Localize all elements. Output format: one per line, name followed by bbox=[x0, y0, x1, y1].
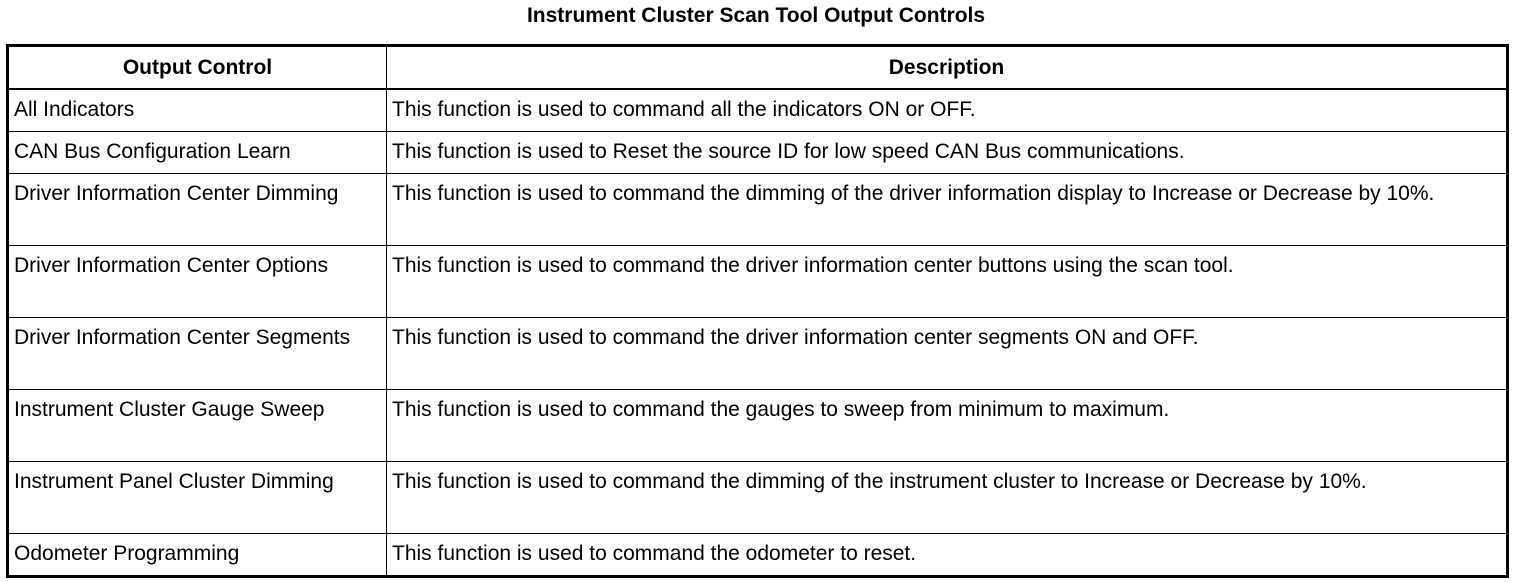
output-control-cell: Instrument Panel Cluster Dimming bbox=[7, 461, 387, 534]
page-title: Instrument Cluster Scan Tool Output Cont… bbox=[526, 4, 986, 27]
table-row: Instrument Cluster Gauge Sweep This func… bbox=[7, 389, 1508, 462]
description-cell: This function is used to command the dri… bbox=[386, 245, 1508, 318]
output-control-cell: Driver Information Center Options bbox=[7, 245, 387, 318]
output-control-cell: Instrument Cluster Gauge Sweep bbox=[7, 389, 387, 462]
description-cell: This function is used to command the odo… bbox=[386, 533, 1508, 577]
table-row: All Indicators This function is used to … bbox=[7, 88, 1508, 132]
description-cell: This function is used to command the gau… bbox=[386, 389, 1508, 462]
table-row: Odometer Programming This function is us… bbox=[7, 533, 1508, 577]
description-cell: This function is used to command the dim… bbox=[386, 461, 1508, 534]
description-cell: This function is used to command all the… bbox=[386, 88, 1508, 132]
output-controls-table: Output Control Description All Indicator… bbox=[6, 44, 1509, 578]
output-control-cell: All Indicators bbox=[7, 88, 387, 132]
table-header-row: Output Control Description bbox=[7, 45, 1508, 90]
table-row: Driver Information Center Dimming This f… bbox=[7, 173, 1508, 246]
table-row: Driver Information Center Options This f… bbox=[7, 245, 1508, 318]
table-row: Driver Information Center Segments This … bbox=[7, 317, 1508, 390]
description-cell: This function is used to Reset the sourc… bbox=[386, 131, 1508, 174]
table-row: Instrument Panel Cluster Dimming This fu… bbox=[7, 461, 1508, 534]
column-header-description: Description bbox=[386, 45, 1508, 90]
output-control-cell: CAN Bus Configuration Learn bbox=[7, 131, 387, 174]
description-cell: This function is used to command the dri… bbox=[386, 317, 1508, 390]
output-control-cell: Driver Information Center Dimming bbox=[7, 173, 387, 246]
output-control-cell: Driver Information Center Segments bbox=[7, 317, 387, 390]
column-header-output-control: Output Control bbox=[7, 45, 387, 90]
description-cell: This function is used to command the dim… bbox=[386, 173, 1508, 246]
output-control-cell: Odometer Programming bbox=[7, 533, 387, 577]
table-row: CAN Bus Configuration Learn This functio… bbox=[7, 131, 1508, 174]
